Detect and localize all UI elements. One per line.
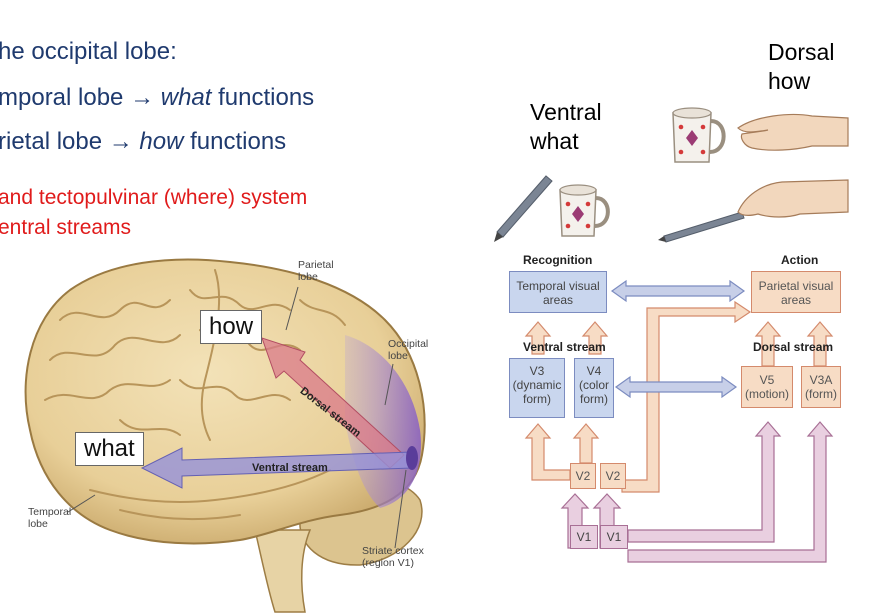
dorsal-heading-line2: how bbox=[768, 68, 811, 94]
parietal-label-line1: Parietal bbox=[298, 259, 334, 271]
bullet-parietal-em: how bbox=[139, 128, 184, 155]
temporal-label-line1: Temporal bbox=[28, 506, 72, 518]
striate-cortex-marker bbox=[406, 446, 418, 470]
temporal-areas-line2: areas bbox=[542, 293, 574, 307]
dorsal-stream-arrow bbox=[261, 337, 405, 469]
v3-line2: (dynamic bbox=[512, 378, 562, 392]
temporal-areas-line1: Temporal visual bbox=[516, 279, 600, 293]
brain-ventral-stream-label: Ventral stream bbox=[252, 462, 328, 474]
ventral-heading-line1: Ventral bbox=[530, 99, 602, 125]
red-line-2: entral streams bbox=[0, 216, 132, 239]
recognition-label: Recognition bbox=[523, 253, 593, 267]
v3a-line2: (form) bbox=[805, 387, 837, 401]
striate-label-line2: (region V1) bbox=[362, 557, 414, 569]
temporal-visual-areas-box: Temporal visual areas bbox=[509, 271, 607, 313]
bullet-parietal-post: functions bbox=[183, 128, 287, 155]
v3-line1: V3 bbox=[529, 364, 545, 378]
striate-label-line1: Striate cortex bbox=[362, 545, 424, 557]
mug-icon-right bbox=[672, 107, 726, 163]
bidirectional-arrows bbox=[610, 279, 746, 399]
bullet-temporal-pre: mporal lobe → bbox=[0, 84, 161, 111]
v4-box: V4 (color form) bbox=[574, 358, 614, 418]
v5-line1: V5 bbox=[759, 373, 775, 387]
occipital-label-line1: Occipital bbox=[388, 338, 429, 350]
v2-box-right: V2 bbox=[600, 463, 626, 489]
parietal-label-line2: lobe bbox=[298, 271, 318, 283]
temporal-lobe-label: Temporal lobe bbox=[28, 506, 71, 530]
v1-box-left: V1 bbox=[570, 525, 598, 549]
brain-stem bbox=[254, 529, 312, 613]
v4-line3: form) bbox=[580, 392, 608, 406]
parietal-lobe-label: Parietal lobe bbox=[298, 259, 334, 283]
bullet-temporal-em: what bbox=[160, 84, 212, 111]
occipital-lobe-label: Occipital lobe bbox=[388, 338, 428, 362]
ventral-heading-line2: what bbox=[530, 128, 579, 154]
v1-box-right: V1 bbox=[600, 525, 628, 549]
bullet-occipital: he occipital lobe: bbox=[0, 38, 177, 66]
bullet-parietal: rietal lobe → how functions bbox=[0, 128, 286, 156]
dorsal-heading: Dorsal how bbox=[768, 38, 834, 96]
red-line-1: and tectopulvinar (where) system bbox=[0, 186, 308, 209]
ventral-stream-label: Ventral stream bbox=[523, 340, 606, 354]
v4-line2: (color bbox=[578, 378, 609, 392]
v3-box: V3 (dynamic form) bbox=[509, 358, 565, 418]
dorsal-heading-line1: Dorsal bbox=[768, 39, 835, 65]
v3a-box: V3A (form) bbox=[801, 366, 841, 408]
temporal-label-line2: lobe bbox=[28, 518, 48, 530]
parietal-visual-areas-box: Parietal visual areas bbox=[751, 271, 841, 313]
bullet-temporal: mporal lobe → what functions bbox=[0, 84, 314, 112]
bullet-temporal-post: functions bbox=[211, 84, 315, 111]
v2-box-left: V2 bbox=[570, 463, 596, 489]
v3a-line1: V3A bbox=[809, 373, 833, 387]
dorsal-stream-label: Dorsal stream bbox=[753, 340, 834, 354]
what-box: what bbox=[75, 432, 144, 466]
pencil-icon-left bbox=[494, 175, 553, 242]
hand-icon-bottom bbox=[737, 179, 849, 218]
how-box: how bbox=[200, 310, 263, 344]
v2-pathways bbox=[524, 300, 834, 493]
hand-icon-top bbox=[737, 113, 849, 151]
v5-line2: (motion) bbox=[744, 387, 789, 401]
parietal-areas-line2: areas bbox=[780, 293, 812, 307]
ventral-stream-arrow bbox=[140, 447, 413, 489]
bullet-occipital-text: he occipital lobe: bbox=[0, 38, 177, 65]
mug-icon-left bbox=[559, 184, 610, 237]
occipital-label-line2: lobe bbox=[388, 350, 408, 362]
v5-box: V5 (motion) bbox=[741, 366, 793, 408]
bullet-parietal-pre: rietal lobe → bbox=[0, 128, 140, 155]
ventral-heading: Ventral what bbox=[530, 98, 602, 156]
pencil-icon-right bbox=[658, 211, 745, 243]
action-label: Action bbox=[781, 253, 819, 267]
striate-cortex-label: Striate cortex (region V1) bbox=[362, 545, 424, 569]
v3-line3: form) bbox=[523, 392, 551, 406]
v4-line1: V4 bbox=[586, 364, 602, 378]
parietal-areas-line1: Parietal visual bbox=[758, 279, 834, 293]
